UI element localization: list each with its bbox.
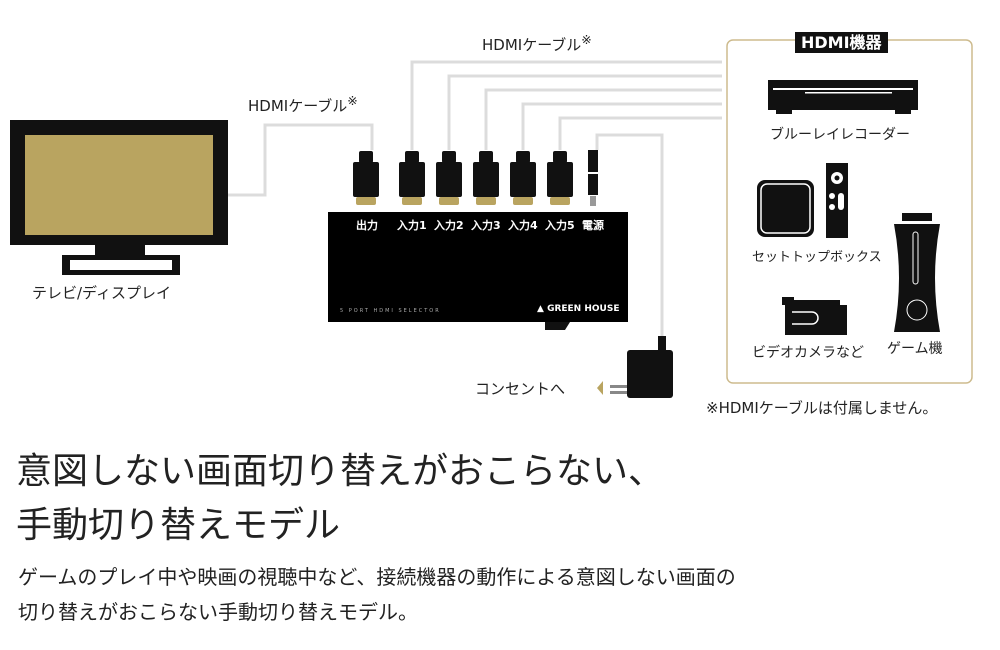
hdmi-plug-icon: [510, 151, 536, 205]
power-cable: [595, 133, 664, 340]
ac-adapter-icon: [610, 336, 673, 398]
switch-box: [328, 212, 628, 322]
description-line1: ゲームのプレイ中や映画の視聴中など、接続機器の動作による意図しない画面の: [18, 565, 736, 589]
hdmi-plug-icon: [353, 151, 379, 205]
game-console-icon: [894, 213, 940, 332]
note-mark: ※: [347, 93, 358, 108]
input4-cable: [521, 102, 722, 150]
switch-foot: [545, 322, 570, 330]
input5-cable: [558, 116, 722, 150]
hdmi-plug-icon: [473, 151, 499, 205]
port-label-power: 電源: [582, 219, 604, 232]
cable-label-text: HDMIケーブル: [248, 97, 348, 115]
cables: [228, 60, 722, 340]
hdmi-plugs: [353, 151, 573, 205]
headline-line1: 意図しない画面切り替えがおこらない、: [16, 451, 665, 492]
device-label-bluray: ブルーレイレコーダー: [770, 127, 910, 143]
device-label-console: ゲーム機: [887, 341, 943, 357]
port-label-output: 出力: [356, 219, 378, 232]
input2-cable: [447, 74, 722, 150]
input-cable-label: HDMIケーブル※: [482, 32, 592, 55]
cable-label-text: HDMIケーブル: [482, 36, 582, 54]
model-text: 5 PORT HDMI SELECTOR: [340, 308, 441, 314]
output-cable-label: HDMIケーブル※: [248, 93, 358, 116]
hdmi-plug-icon: [547, 151, 573, 205]
port-label-input5: 入力5: [545, 219, 575, 232]
set-top-box-icon: [757, 163, 848, 238]
tv-icon: [10, 120, 228, 275]
input3-cable: [484, 88, 722, 150]
power-plug-icon: [588, 150, 598, 206]
description-line2: 切り替えがおこらない手動切り替えモデル。: [18, 600, 418, 624]
brand-text: GREEN HOUSE: [547, 304, 620, 314]
power-label: コンセントへ: [475, 380, 566, 398]
video-camera-icon: [782, 297, 847, 335]
hdmi-plug-icon: [436, 151, 462, 205]
arrow-left-icon: [597, 381, 603, 395]
bluray-recorder-icon: [768, 80, 918, 114]
port-label-input2: 入力2: [434, 219, 464, 232]
tv-label: テレビ/ディスプレイ: [32, 284, 172, 302]
note-mark: ※: [581, 32, 592, 47]
cable-note: ※HDMIケーブルは付属しません。: [706, 399, 938, 417]
port-label-input4: 入力4: [508, 219, 538, 232]
port-label-input1: 入力1: [397, 219, 427, 232]
hdmi-plug-icon: [399, 151, 425, 205]
devices-header: HDMI機器: [795, 32, 888, 53]
headline-line2: 手動切り替えモデル: [16, 505, 341, 546]
port-label-input3: 入力3: [471, 219, 501, 232]
device-label-stb: セットトップボックス: [752, 250, 882, 265]
input1-cable: [410, 60, 722, 150]
output-cable: [228, 123, 374, 197]
brand-logo: ▲ GREEN HOUSE: [537, 304, 620, 314]
device-label-camera: ビデオカメラなど: [752, 345, 864, 361]
